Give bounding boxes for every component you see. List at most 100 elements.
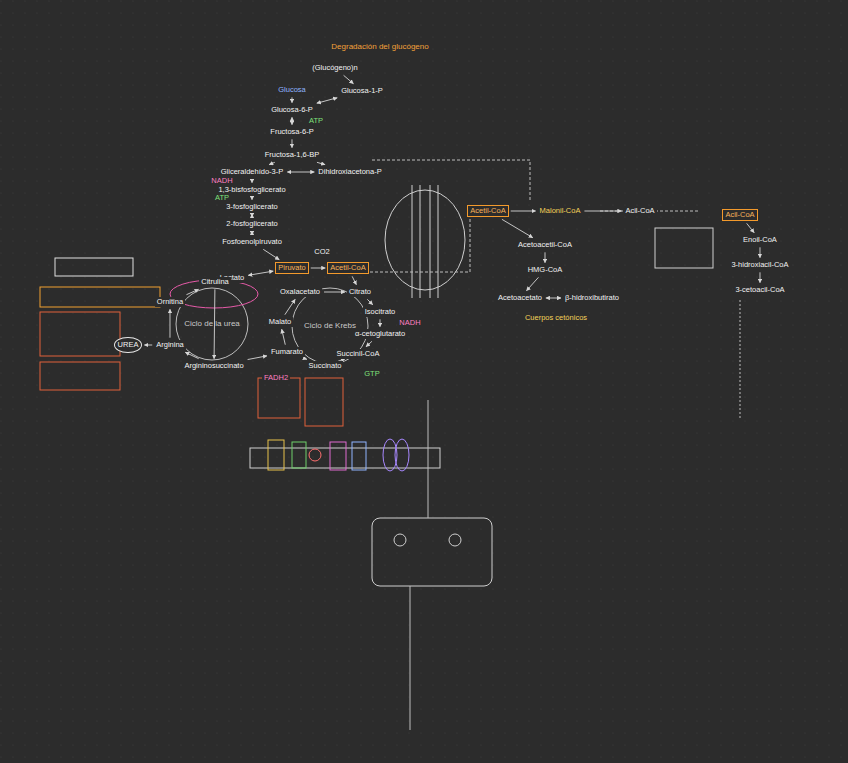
synthase-bars	[412, 185, 438, 298]
metabolite-name: Malato	[269, 318, 292, 327]
metabolite-name: Fumarato	[271, 348, 303, 357]
metabolite-box: β-hidroxibutirato	[563, 293, 621, 304]
title-text: Degradación del glucógeno	[331, 42, 428, 51]
metabolite-box: 3-cetoacil-CoA	[733, 285, 786, 296]
metabolite-box: 3-fosfoglicerato	[224, 202, 279, 213]
annotation: NADH	[209, 176, 234, 187]
metabolite-box: Oxalacetato	[278, 287, 322, 298]
note-box	[40, 287, 160, 307]
annotation: GTP	[362, 369, 381, 380]
metabolite-name: α-cetoglutarato	[355, 330, 405, 339]
reaction-arrow	[344, 75, 354, 83]
reaction-arrow	[511, 211, 536, 212]
metabolite-box: (Glucógeno)n	[310, 63, 359, 74]
reaction-arrow	[252, 231, 253, 234]
annotation-text: Cuerpos cetónicos	[525, 314, 587, 323]
reaction-arrow	[269, 162, 275, 164]
metabolite-name: Dihidroxiacetona-P	[318, 168, 381, 177]
note-box	[305, 378, 343, 426]
annotation: Ciclo de Krebs	[302, 320, 358, 331]
metabolite-box: 3-hidroxiacil-CoA	[729, 260, 790, 271]
reaction-arrow	[291, 139, 292, 147]
note-box	[40, 362, 120, 390]
reaction-arrow	[311, 268, 326, 269]
reaction-arrow	[263, 249, 279, 259]
organelle	[449, 534, 461, 546]
reaction-arrow	[252, 197, 253, 199]
annotation: Cuerpos cetónicos	[523, 313, 589, 324]
annotation-text: Ciclo de Krebs	[304, 321, 356, 330]
annotation: NADH	[397, 318, 422, 329]
annotation: FADH2	[262, 373, 290, 384]
reaction-arrow	[144, 345, 152, 346]
reaction-arrow	[366, 341, 372, 346]
reaction-arrow	[185, 352, 198, 358]
metabolite-box: Citrulina	[199, 277, 231, 288]
metabolite-name: Succinato	[309, 362, 342, 371]
annotation: CO2	[312, 247, 331, 258]
cell-outline	[372, 518, 492, 586]
synthase-cycle	[385, 190, 465, 290]
reaction-arrow	[352, 276, 356, 284]
annotation-text: CO2	[314, 248, 329, 257]
reaction-arrow	[186, 289, 198, 294]
metabolite-box: UREA	[114, 337, 143, 354]
metabolite-box: Succinato	[307, 361, 344, 372]
map-title: Degradación del glucógeno	[329, 41, 430, 52]
organelle	[394, 534, 406, 546]
reaction-arrow	[169, 309, 170, 337]
metabolite-box: Enoil-CoA	[741, 235, 779, 246]
metabolite-name: HMG-CoA	[528, 266, 563, 275]
pathway-line	[428, 400, 429, 518]
reaction-arrow	[379, 319, 380, 326]
metabolite-name: β-hidroxibutirato	[565, 294, 619, 303]
metabolite-box: Acetil-CoA	[327, 262, 368, 275]
metabolite-box: Acetoacetato	[496, 293, 544, 304]
metabolite-name: Glucosa-6-P	[271, 106, 313, 115]
metabolite-box: Piruvato	[275, 262, 309, 275]
reaction-arrow	[367, 299, 372, 304]
reaction-arrow	[759, 272, 760, 282]
metabolite-name: Citrato	[349, 288, 371, 297]
metabolite-name: (Glucógeno)n	[312, 64, 357, 73]
metabolite-box: Fosfoenolpiruvato	[220, 237, 284, 248]
metabolite-box: Dihidroxiacetona-P	[316, 167, 383, 178]
annotation: ATP	[213, 193, 231, 204]
metabolite-name: Arginina	[156, 341, 184, 350]
note-box	[40, 312, 120, 356]
reaction-arrow	[252, 179, 253, 182]
annotation-text: GTP	[364, 370, 379, 379]
annotation-text: FADH2	[264, 374, 288, 383]
note-box	[655, 228, 713, 268]
metabolite-box: Acetoacetil-CoA	[516, 240, 574, 251]
reaction-arrow	[291, 97, 292, 102]
urea-circle	[176, 288, 248, 360]
metabolite-box: Malato	[267, 317, 294, 328]
annotation: ATP	[307, 116, 325, 127]
metabolite-box: α-cetoglutarato	[353, 329, 407, 340]
metabolite-box: Ornitina	[155, 297, 185, 308]
metabolite-box: HMG-CoA	[526, 265, 565, 276]
reaction-arrow	[282, 329, 286, 344]
metabolite-name: Fructosa-6-P	[270, 128, 313, 137]
metabolite-box: 2-fosfoglicerato	[224, 219, 279, 230]
note-box	[55, 258, 133, 276]
metabolite-name: Oxalacetato	[280, 288, 320, 297]
metabolite-box: Succinil-CoA	[335, 349, 382, 360]
metabolite-name: Glucosa	[278, 86, 306, 95]
reaction-arrow	[759, 247, 760, 257]
reaction-arrow	[324, 292, 345, 293]
metabolite-name: 3-hidroxiacil-CoA	[731, 261, 788, 270]
metabolite-box: Glucosa-6-P	[269, 105, 315, 116]
reaction-arrow	[252, 214, 253, 216]
metabolite-name: Malonil-CoA	[540, 207, 581, 216]
reaction-arrow	[502, 219, 533, 237]
annotation-text: NADH	[399, 319, 420, 328]
metabolite-name: Argininosuccinato	[184, 362, 243, 371]
reaction-arrow	[747, 223, 754, 232]
metabolite-name: Glucosa-1-P	[341, 87, 383, 96]
metabolite-name: Fructosa-1,6-BP	[265, 151, 320, 160]
membrane	[250, 439, 440, 471]
metabolite-name: 3-cetoacil-CoA	[735, 286, 784, 295]
pathway-line	[740, 300, 741, 420]
